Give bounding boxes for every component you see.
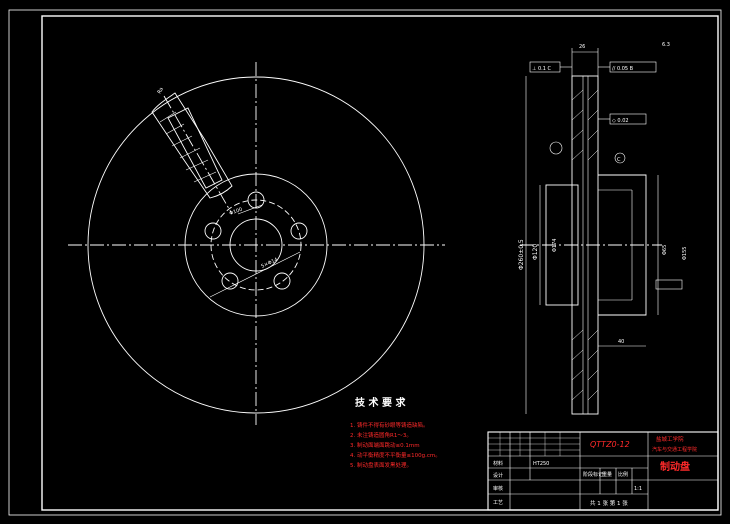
tech-item-2: 2. 未注铸造圆角R1～3。 — [350, 431, 412, 439]
checker-label: 审核 — [493, 485, 503, 492]
technical-requirements: 技 术 要 求 1. 铸件不得有砂眼等铸造缺陷。 2. 未注铸造圆角R1～3。 … — [350, 396, 441, 469]
scale-value: 1:1 — [634, 486, 642, 492]
roughness-symbol: 6.3 — [662, 42, 670, 48]
section-view-labels: 26 ⊥ 0.1 C // 0.05 B ◇ 0.02 C 6.3 Φ260±0… — [518, 42, 688, 345]
inner-frame — [41, 15, 719, 511]
center-bore — [229, 218, 283, 272]
tech-item-5: 5. 制动盘表面发黑处理。 — [350, 461, 412, 469]
material-value: HT250 — [533, 461, 549, 467]
hub-depth-dimension: 40 — [618, 339, 624, 345]
sheet-count: 共 1 张 第 1 张 — [590, 499, 628, 507]
tech-item-1: 1. 铸件不得有砂眼等铸造缺陷。 — [350, 421, 429, 429]
width-dimension: 26 — [579, 44, 585, 50]
bolt-hole-2 — [290, 222, 308, 240]
pcd-leader — [237, 204, 263, 215]
tech-item-3: 3. 制动面端面跳动≤0.1mm — [350, 441, 420, 449]
section-outline — [151, 92, 233, 199]
tech-title: 技 术 要 求 — [355, 396, 406, 409]
disc-outer-circle — [87, 76, 425, 414]
bolt-hole-1 — [247, 191, 265, 209]
bolt-hole-3 — [273, 272, 291, 290]
tolerance-b: // 0.05 B — [612, 66, 634, 72]
section-label: Ra — [157, 86, 165, 95]
hub-outline — [598, 174, 647, 316]
outer-frame — [8, 9, 722, 516]
section-axis — [163, 95, 233, 215]
datum-c-label: C — [617, 157, 621, 163]
tolerance-c: ◇ 0.02 — [612, 118, 629, 124]
right-diameter-dimension: Φ155 — [682, 247, 688, 260]
school-line-1: 盐城工学院 — [656, 435, 684, 443]
vent-channel — [167, 107, 223, 189]
bolt-leader — [209, 251, 301, 298]
side-section-view — [520, 48, 683, 415]
designer-label: 设计 — [493, 472, 503, 479]
school-line-2: 汽车与交通工程学院 — [652, 446, 697, 453]
title-block — [487, 431, 719, 511]
drawing-number: QTTZ0-12 — [590, 440, 630, 449]
scale-label: 比例 — [618, 471, 628, 478]
tolerance-a: ⊥ 0.1 C — [532, 66, 551, 72]
bolt-hole-5 — [204, 222, 222, 240]
section-hatch — [159, 111, 217, 183]
process-label: 工艺 — [493, 500, 503, 506]
bolt-hole-4 — [221, 272, 239, 290]
mid-diameter-dimension: Φ174 — [552, 239, 558, 252]
callout-circle-a — [549, 141, 563, 155]
hub-circle — [184, 173, 328, 317]
datum-c-circle — [614, 152, 626, 164]
outer-diameter-dimension: Φ260±0.5 — [518, 239, 525, 270]
part-name: 制动盘 — [660, 460, 690, 473]
tol-frame-d — [655, 279, 683, 290]
pcd-circle — [210, 199, 302, 291]
front-view — [68, 62, 445, 425]
title-block-text: QTTZ0-12 盐城工学院 汽车与交通工程学院 制动盘 材料 HT250 阶段… — [493, 435, 697, 507]
disc-hatch — [571, 89, 599, 401]
bore-diameter-dimension: Φ65 — [662, 245, 668, 255]
hub-diameter-dimension: Φ120 — [532, 244, 539, 260]
tech-item-4: 4. 动平衡精度不平衡量≤100g.cm。 — [350, 451, 441, 459]
stage-label: 阶段标记 — [583, 471, 603, 478]
material-label: 材料 — [493, 460, 503, 467]
weight-label: 重量 — [602, 471, 612, 478]
pcd-dimension: Φ100 — [229, 207, 244, 217]
bolt-hole-dimension: 5×Φ14 — [260, 257, 279, 270]
bolt-holes — [204, 191, 308, 290]
